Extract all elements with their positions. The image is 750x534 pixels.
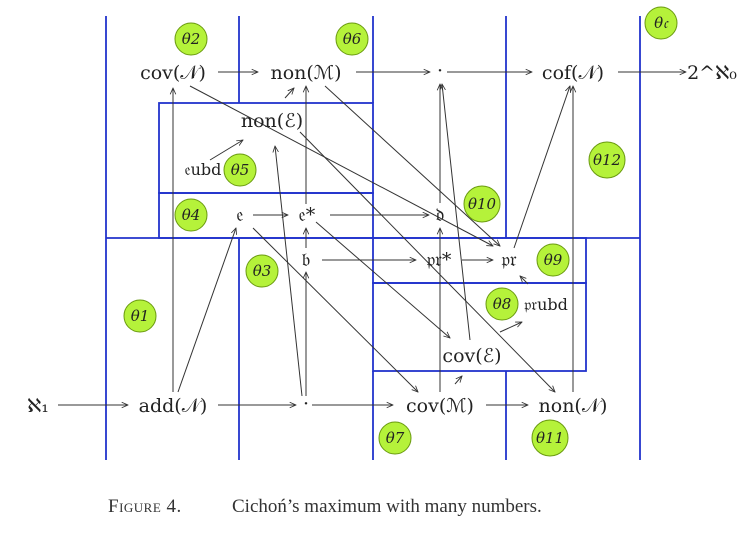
arrow-dot-none xyxy=(275,146,303,397)
theta-badge-5-circle xyxy=(223,153,257,187)
figure-caption: Figure 4. Cichoń’s maximum with many num… xyxy=(108,496,542,517)
theta-badge-1-circle xyxy=(123,299,157,333)
theta-badge-11-circle xyxy=(531,419,569,457)
node-cov-n: cov(𝒩) xyxy=(140,62,206,84)
theta-badge-7-label: θ7 xyxy=(386,429,405,447)
node-continuum: 2^ℵ₀ xyxy=(687,62,737,84)
theta-badge-6: θ6 xyxy=(335,22,369,56)
node-e-star: 𝔢* xyxy=(299,204,316,226)
theta-badge-11: θ11 xyxy=(531,419,569,457)
theta-badge-10-circle xyxy=(463,185,501,223)
arrows xyxy=(58,72,686,405)
theta-badge-10-label: θ10 xyxy=(468,195,497,213)
node-pr-ubd: 𝔭𝔯ubd xyxy=(524,295,568,314)
node-pr: 𝔭𝔯 xyxy=(501,249,517,271)
theta-badge-5: θ5 xyxy=(223,153,257,187)
arrow-none-nonn xyxy=(299,131,555,392)
theta-badge-c-circle xyxy=(644,6,678,40)
theta-badge-9-circle xyxy=(536,243,570,277)
theta-badge-1-label: θ1 xyxy=(131,307,150,325)
theta-badge-6-label: θ6 xyxy=(343,30,362,48)
theta-badge-4-circle xyxy=(174,198,208,232)
theta-badge-4: θ4 xyxy=(174,198,208,232)
node-cov-m: cov(ℳ) xyxy=(406,395,474,417)
node-add-n: add(𝒩) xyxy=(139,395,208,417)
box-cov-e xyxy=(372,282,587,372)
theta-badge-1: θ1 xyxy=(123,299,157,333)
node-pr-star: 𝔭𝔯* xyxy=(427,249,452,271)
arrow-pr-cofn xyxy=(513,86,570,249)
arrow-add-e xyxy=(177,228,236,393)
theta-badge-12-label: θ12 xyxy=(593,151,621,169)
theta-badge-2: θ2 xyxy=(174,22,208,56)
arrow-eubd-none xyxy=(209,140,243,161)
arrow-cove-dot xyxy=(442,84,471,341)
theta-badge-7: θ7 xyxy=(378,421,412,455)
node-aleph1: ℵ₁ xyxy=(27,395,49,417)
theta-badge-9-label: θ9 xyxy=(544,251,563,269)
region-boundaries xyxy=(105,16,641,460)
arrow-none-nonm xyxy=(284,88,294,99)
theta-badge-8: θ8 xyxy=(485,287,519,321)
arrow-prubd-pr xyxy=(520,276,529,285)
node-dot-bottom: · xyxy=(303,393,309,415)
theta-badge-2-label: θ2 xyxy=(182,30,201,48)
node-e-ubd: 𝔢ubd xyxy=(185,160,222,179)
arrow-e-covm xyxy=(252,227,418,392)
theta-badge-8-circle xyxy=(485,287,519,321)
nodes: ℵ₁ add(𝒩) · cov(ℳ) non(𝒩) cov(𝒩) non(ℳ) … xyxy=(27,60,737,417)
theta-badge-8-label: θ8 xyxy=(493,295,512,313)
theta-badge-9: θ9 xyxy=(536,243,570,277)
theta-badge-3-label: θ3 xyxy=(253,262,272,280)
arrow-cove-prubd xyxy=(499,321,522,333)
node-non-n: non(𝒩) xyxy=(539,395,608,417)
node-cov-e: cov(ℰ) xyxy=(442,345,501,367)
node-non-e: non(ℰ) xyxy=(241,110,303,132)
theta-badge-12-circle xyxy=(588,141,626,179)
theta-badge-2-circle xyxy=(174,22,208,56)
node-b: 𝔟 xyxy=(302,249,311,271)
node-dot-top: · xyxy=(437,60,443,82)
caption-text: Cichoń’s maximum with many numbers. xyxy=(232,496,542,517)
theta-badge-7-circle xyxy=(378,421,412,455)
theta-badge-11-label: θ11 xyxy=(536,429,564,447)
caption-prefix: Figure 4. xyxy=(108,496,182,517)
theta-badge-c: θ𝔠 xyxy=(644,6,678,40)
theta-badge-3: θ3 xyxy=(245,254,279,288)
theta-badge-10: θ10 xyxy=(463,185,501,223)
node-d: 𝔡 xyxy=(436,204,445,226)
node-cof-n: cof(𝒩) xyxy=(542,62,604,84)
theta-badge-12: θ12 xyxy=(588,141,626,179)
theta-badge-6-circle xyxy=(335,22,369,56)
theta-badge-4-label: θ4 xyxy=(182,206,201,224)
arrow-covm-cove xyxy=(454,376,462,385)
arrow-estar-cove xyxy=(315,221,450,338)
theta-badge-5-label: θ5 xyxy=(231,161,250,179)
node-non-m: non(ℳ) xyxy=(270,62,341,84)
arrow-covn-pr xyxy=(189,85,493,246)
theta-badge-c-label: θ𝔠 xyxy=(654,14,670,32)
arrow-nonm-nonn-1 xyxy=(324,85,500,246)
theta-badges: θ1 θ2 θ3 θ4 θ5 θ6 θ7 θ8 xyxy=(123,6,678,457)
theta-badge-3-circle xyxy=(245,254,279,288)
node-e: 𝔢 xyxy=(236,204,243,226)
